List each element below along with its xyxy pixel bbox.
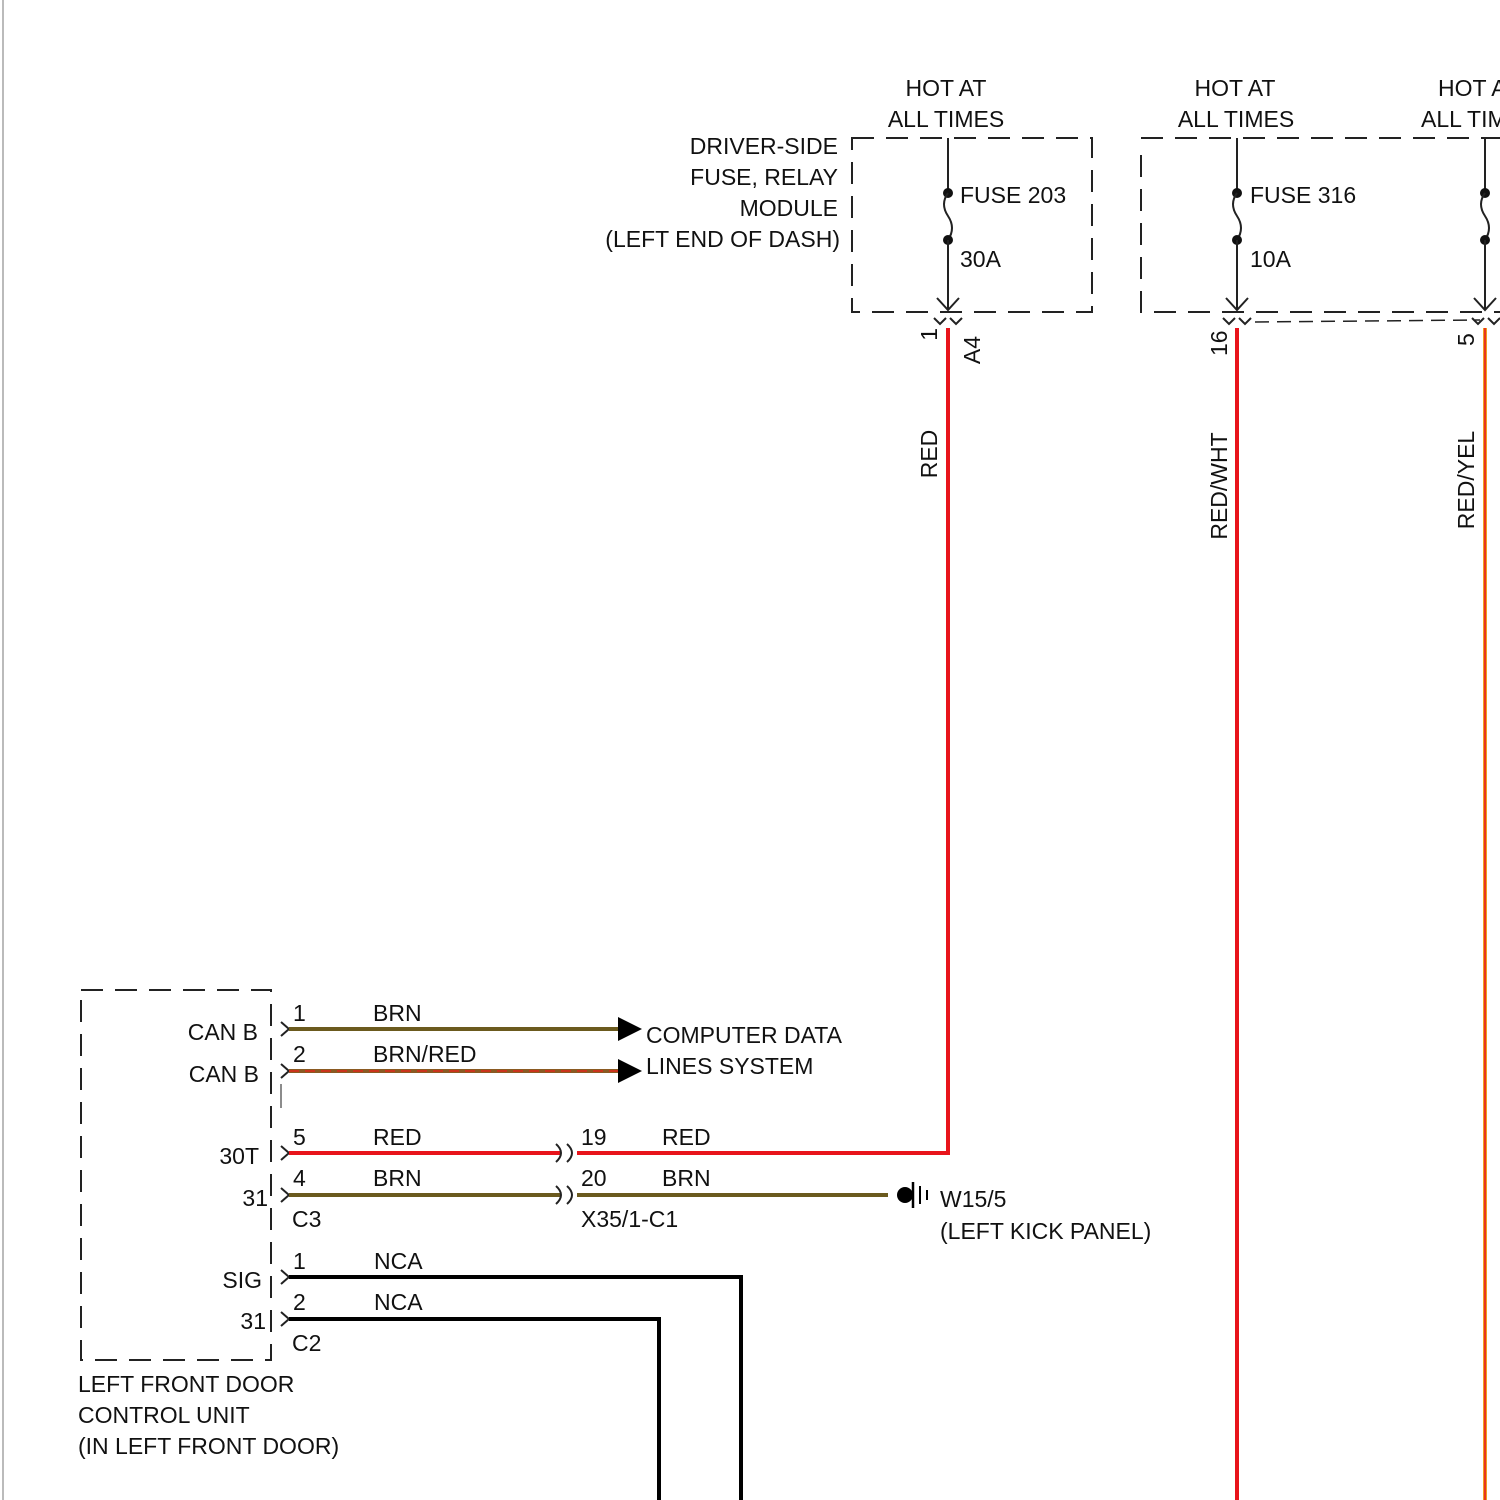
- fuse-block-3: HOT AT ALL TIMES 5 RED/YEL: [1421, 75, 1500, 529]
- wire-nca: [289, 1319, 659, 1500]
- arrow-right-icon: [618, 1059, 642, 1083]
- door-unit-label-line1: LEFT FRONT DOOR: [78, 1371, 294, 1397]
- door-unit-label-line2: CONTROL UNIT: [78, 1402, 250, 1428]
- hot-label-line1: HOT AT: [1195, 75, 1276, 101]
- pin-number: 4: [293, 1165, 306, 1191]
- pin-label-31: 31: [240, 1308, 266, 1334]
- ground-label-line1: W15/5: [940, 1186, 1006, 1212]
- wire-color-label: RED/YEL: [1453, 431, 1479, 530]
- c2-wires: 1 NCA 2 NCA C2: [289, 1248, 741, 1500]
- module-label-line1: DRIVER-SIDE: [690, 133, 838, 159]
- destination-label-line1: COMPUTER DATA: [646, 1022, 843, 1048]
- hot-label-line2: ALL TIMES: [1178, 106, 1294, 132]
- pin-number: 2: [293, 1041, 306, 1067]
- pin-label-can-b: CAN B: [188, 1019, 258, 1045]
- fuse-module-box: [1141, 138, 1500, 312]
- connector-name: C3: [292, 1206, 321, 1232]
- fuse-symbol: [1481, 193, 1489, 240]
- connector-icon: [281, 1188, 289, 1202]
- door-unit-connector-icons: [281, 1022, 289, 1326]
- pin-number: 1: [293, 1000, 306, 1026]
- connector-icon: [281, 1146, 289, 1160]
- ground-label-line2: (LEFT KICK PANEL): [940, 1218, 1151, 1244]
- pin-label-30t: 30T: [219, 1143, 259, 1169]
- pin-number: 16: [1206, 330, 1232, 356]
- connector-icon: [281, 1270, 289, 1284]
- connector-icon: [281, 1064, 289, 1078]
- connector-dashed-link: [1255, 320, 1480, 322]
- fuse-name: FUSE 316: [1250, 182, 1356, 208]
- fuse-rating: 10A: [1250, 246, 1292, 272]
- pin-number: 5: [1453, 333, 1479, 346]
- arrow-right-icon: [618, 1017, 642, 1041]
- wire-color-label: RED: [916, 430, 942, 479]
- connector-icon: [1223, 318, 1251, 324]
- wire-color-label: BRN/RED: [373, 1041, 477, 1067]
- connector-icon: [281, 1022, 289, 1036]
- destination-label-line2: LINES SYSTEM: [646, 1053, 813, 1079]
- module-label-line2: FUSE, RELAY: [690, 164, 838, 190]
- connector-name: X35/1-C1: [581, 1206, 678, 1232]
- hot-label-line1: HOT AT: [906, 75, 987, 101]
- pin-label-can-b: CAN B: [189, 1061, 259, 1087]
- fuse-symbol: [1233, 193, 1241, 240]
- wire-color-label: BRN: [373, 1165, 422, 1191]
- pin-number: 20: [581, 1165, 607, 1191]
- pin-label-sig: SIG: [222, 1267, 262, 1293]
- wire-color-label: RED: [373, 1124, 422, 1150]
- hot-label-line1: HOT AT: [1438, 75, 1500, 101]
- fuse-symbol: [944, 193, 952, 240]
- fuse-block-316: HOT AT ALL TIMES FUSE 316 10A 16 RED/WHT: [1141, 75, 1500, 540]
- pin-number: 5: [293, 1124, 306, 1150]
- wire-color-label: NCA: [374, 1248, 423, 1274]
- ground-icon: [897, 1187, 913, 1203]
- connector-icon: [934, 318, 962, 324]
- connector-name: C2: [292, 1330, 321, 1356]
- module-label-line4: (LEFT END OF DASH): [605, 226, 840, 252]
- fuse-block-203: HOT AT ALL TIMES DRIVER-SIDE FUSE, RELAY…: [605, 75, 1092, 478]
- pin-number: 2: [293, 1289, 306, 1315]
- door-unit-label-line3: (IN LEFT FRONT DOOR): [78, 1433, 339, 1459]
- pin-label-31: 31: [242, 1185, 268, 1211]
- connector-name: A4: [959, 336, 985, 364]
- wire-color-label: NCA: [374, 1289, 423, 1315]
- wire-nca: [289, 1277, 741, 1500]
- fuse-name: FUSE 203: [960, 182, 1066, 208]
- pin-number: 1: [293, 1248, 306, 1274]
- wire-color-label: BRN: [373, 1000, 422, 1026]
- wire-color-label: RED: [662, 1124, 711, 1150]
- door-unit-box: [81, 990, 271, 1360]
- can-b-wires: 1 BRN 2 BRN/RED COMPUTER DATA LINES SYST…: [289, 1000, 843, 1083]
- fuse-module-box: [852, 138, 1092, 312]
- wire-color-label: RED/WHT: [1206, 432, 1232, 539]
- fuse-rating: 30A: [960, 246, 1002, 272]
- module-label-line3: MODULE: [740, 195, 838, 221]
- c3-wires: 5 RED 4 BRN C3 19 RED 20 BRN X35/1-C1 W1…: [289, 328, 1151, 1244]
- connector-icon: [281, 1312, 289, 1326]
- wire-color-label: BRN: [662, 1165, 711, 1191]
- pin-number: 19: [581, 1124, 607, 1150]
- hot-label-line2: ALL TIMES: [888, 106, 1004, 132]
- feed-wires: [1237, 328, 1485, 1500]
- pin-number: 1: [916, 328, 942, 341]
- hot-label-line2: ALL TIMES: [1421, 106, 1500, 132]
- connector-icon: [1472, 318, 1500, 324]
